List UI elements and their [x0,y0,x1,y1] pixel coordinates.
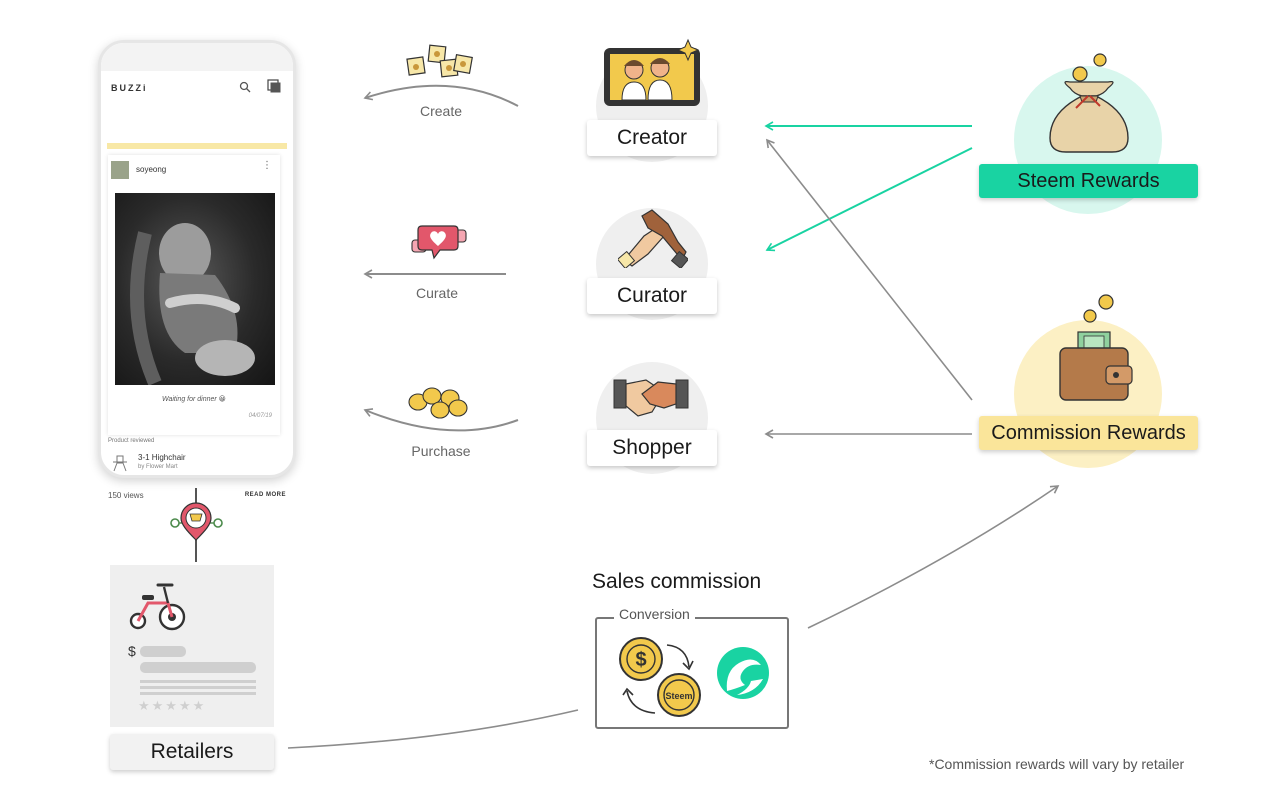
product-name[interactable]: 3-1 Highchair [138,453,186,462]
purchase-arrow [363,408,519,432]
gallery-icon[interactable] [267,79,281,93]
steem-logo-icon [717,647,769,699]
post-caption: Waiting for dinner 😀 [162,396,226,403]
product-retailer: by Flower Mart [138,464,178,470]
create-label: Create [419,103,463,119]
retailers-label: Retailers [110,734,274,770]
coins-icon [408,387,468,419]
shopper-handshake-icon [613,379,689,417]
rating-stars-icon: ★★★★★ [138,698,207,713]
footnote: *Commission rewards will vary by retaile… [929,756,1185,772]
post-username[interactable]: soyeong [136,165,167,174]
more-options-icon[interactable]: ⋮ [262,160,272,171]
sales-commission-title: Sales commission [592,570,762,593]
dollar-steem-exchange-icon: $ Steem [619,637,701,717]
highchair-icon [113,455,127,472]
desc-line [140,686,256,689]
retailer-to-conversion-line [287,709,579,749]
conversion-label: Conversion [614,606,695,622]
create-arrow [363,84,519,107]
app-name: BUZZi [111,83,148,93]
retailer-product-card: $ ★★★★★ [110,565,274,727]
search-icon[interactable] [239,81,251,93]
price-symbol: $ [128,643,136,659]
curator-arm-wrestle-icon [618,209,688,268]
avatar[interactable] [111,161,129,179]
money-bag-icon [1049,53,1129,153]
steem-rewards-label: Steem Rewards [979,164,1198,198]
wallet-icon [1059,294,1133,401]
creator-label: Creator [587,120,717,156]
commission-to-creator-arrow [766,138,973,401]
phone-status-bar [101,43,293,71]
photos-icon [406,44,473,78]
phone-content: soyeong ⋮ Waiting for dinner 😀 04/07/19 … [98,40,296,520]
curate-label: Curate [415,285,459,301]
conversion-to-commission-arrow [807,485,1060,629]
tricycle-icon [129,583,186,631]
commission-rewards-label: Commission Rewards [979,416,1198,450]
views-count: 150 views [108,491,144,500]
product-reviewed-label: Product reviewed [108,438,155,444]
creator-selfie-icon [604,38,700,106]
price-placeholder [140,646,186,657]
desc-line [140,680,256,683]
shopper-label: Shopper [587,430,717,466]
app-bar: BUZZi [107,71,287,149]
title-placeholder [140,662,256,673]
purchase-label: Purchase [411,443,471,459]
read-more-link[interactable]: READ MORE [244,492,286,498]
shop-pin-icon [180,502,212,541]
desc-line [140,692,256,695]
dollar-sign: $ [635,649,646,671]
conversion-box: $ Steem [595,617,789,729]
curator-label: Curator [587,278,717,314]
post-date: 04/07/19 [248,413,272,419]
like-chat-icon [411,225,467,260]
steem-to-curator-arrow [765,147,973,252]
post-photo[interactable] [115,193,275,386]
steem-coin-label: Steem [665,691,692,701]
baby-photo-illustration [130,223,255,386]
post-card[interactable]: soyeong ⋮ Waiting for dinner 😀 04/07/19 [108,155,280,435]
